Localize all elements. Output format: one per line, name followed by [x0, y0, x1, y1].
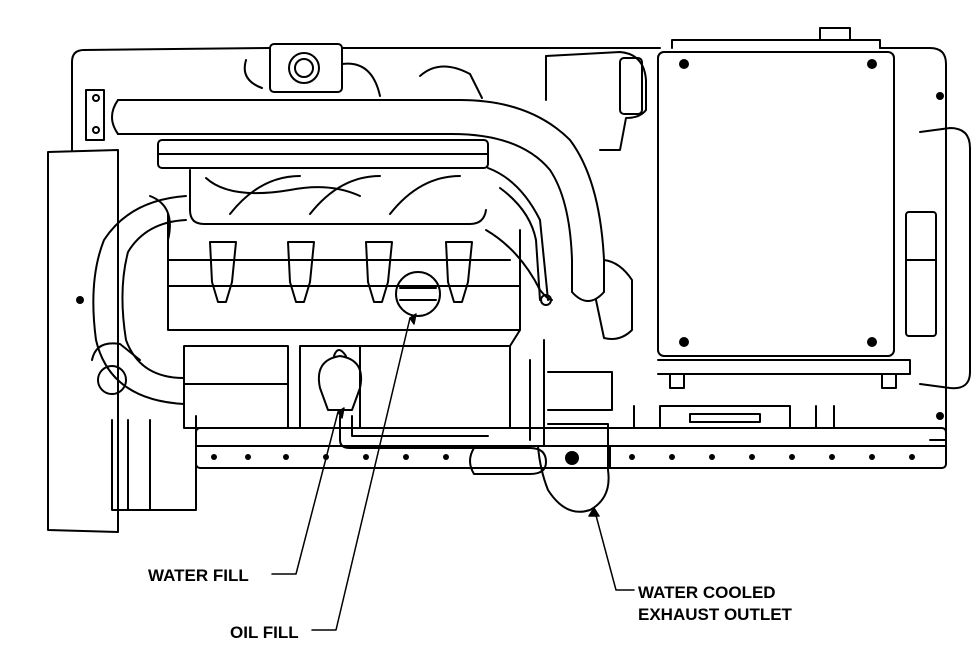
water-fill-cap: [318, 349, 491, 449]
fuel-injectors: [209, 241, 473, 303]
lower-right-details: [633, 405, 835, 429]
fuel-lines-right: [485, 167, 553, 306]
exhaust-elbow: [469, 339, 613, 513]
air-filter-housing: [545, 51, 647, 151]
intake-pipe: [111, 99, 633, 340]
electrical-box: [657, 27, 911, 389]
oil-fill-cap: [395, 271, 441, 317]
oil-fill-label: OIL FILL: [230, 623, 299, 642]
coolant-hose-left: [92, 195, 187, 405]
filler-neck: [243, 43, 483, 99]
right-side-panel: [905, 92, 971, 420]
engine-block-lower: [183, 329, 521, 429]
valve-cover: [157, 139, 489, 225]
water-fill-label: WATER FILL: [148, 566, 249, 585]
left-control-panel: [47, 149, 197, 533]
cylinder-head: [167, 213, 521, 331]
base-bolts: [211, 454, 915, 460]
leader-lines: [271, 313, 635, 631]
exhaust-label-line2: EXHAUST OUTLET: [638, 605, 793, 624]
exhaust-label-line1: WATER COOLED: [638, 583, 776, 602]
